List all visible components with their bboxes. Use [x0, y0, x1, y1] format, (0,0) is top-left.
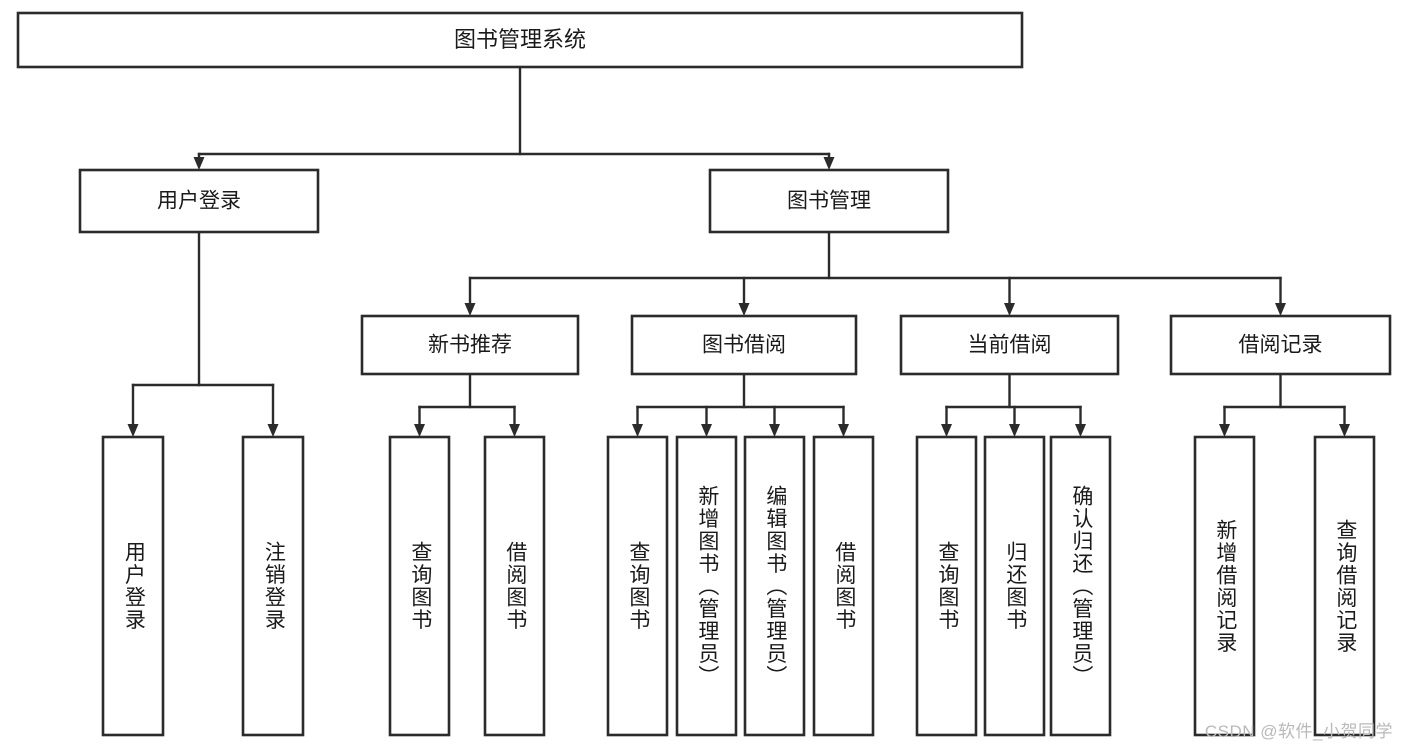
node-box-leaf-add-record[interactable] — [1193, 435, 1256, 737]
arrow-head-leaf-borrow-book-rec — [509, 424, 520, 437]
node-label-book-borrow: 图书借阅 — [702, 334, 786, 357]
node-box-book-borrow[interactable] — [630, 314, 858, 376]
arrow-head-leaf-query-book-cur — [941, 424, 952, 437]
node-box-leaf-add-book[interactable] — [675, 435, 738, 737]
node-box-borrow-record[interactable] — [1169, 314, 1392, 376]
arrow-head-borrow-record — [1275, 303, 1286, 316]
node-label-borrow-record: 借阅记录 — [1239, 334, 1323, 357]
node-label-book-manage: 图书管理 — [787, 190, 871, 213]
node-box-leaf-borrow-book[interactable] — [812, 435, 875, 737]
node-box-leaf-edit-book[interactable] — [743, 435, 806, 737]
arrow-head-leaf-return-book — [1009, 424, 1020, 437]
arrow-head-leaf-user-logout — [267, 424, 279, 437]
node-label-current-borrow: 当前借阅 — [968, 334, 1052, 357]
arrow-head-leaf-user-login — [127, 424, 139, 437]
node-box-book-manage[interactable] — [708, 168, 950, 234]
arrow-head-leaf-add-record — [1219, 424, 1230, 437]
node-box-leaf-user-login[interactable] — [101, 435, 165, 737]
node-box-user-login[interactable] — [78, 168, 320, 234]
node-box-leaf-borrow-book-rec[interactable] — [483, 435, 546, 737]
arrow-head-leaf-confirm-return — [1075, 424, 1086, 437]
arrow-head-new-book-rec — [464, 303, 476, 316]
node-label-user-login: 用户登录 — [157, 190, 241, 213]
node-box-leaf-query-book-cur[interactable] — [915, 435, 978, 737]
node-box-leaf-confirm-return[interactable] — [1049, 435, 1112, 737]
node-label-root: 图书管理系统 — [454, 27, 586, 52]
arrow-head-current-borrow — [1004, 303, 1015, 316]
node-box-leaf-user-logout[interactable] — [241, 435, 305, 737]
arrow-head-book-manage — [823, 157, 835, 170]
node-label-new-book-rec: 新书推荐 — [428, 334, 512, 357]
node-box-leaf-return-book[interactable] — [983, 435, 1046, 737]
arrow-head-leaf-add-book — [701, 424, 712, 437]
node-box-leaf-query-book-rec[interactable] — [388, 435, 451, 737]
node-box-leaf-query-book-borrow[interactable] — [606, 435, 669, 737]
arrow-head-leaf-edit-book — [769, 424, 780, 437]
arrow-head-leaf-borrow-book — [838, 424, 849, 437]
node-box-leaf-query-record[interactable] — [1313, 435, 1376, 737]
boxes-layer — [16, 11, 1392, 737]
node-box-current-borrow[interactable] — [899, 314, 1120, 376]
node-box-root[interactable] — [16, 11, 1024, 69]
arrow-head-leaf-query-book-borrow — [632, 424, 643, 437]
arrow-head-leaf-query-book-rec — [414, 424, 425, 437]
edges-layer — [127, 65, 1350, 437]
arrow-head-book-borrow — [738, 303, 750, 316]
arrow-head-user-login — [193, 157, 205, 170]
arrow-head-leaf-query-record — [1339, 424, 1350, 437]
watermark-text: CSDN @软件_小贺同学 — [1204, 722, 1393, 741]
node-box-new-book-rec[interactable] — [360, 314, 580, 376]
